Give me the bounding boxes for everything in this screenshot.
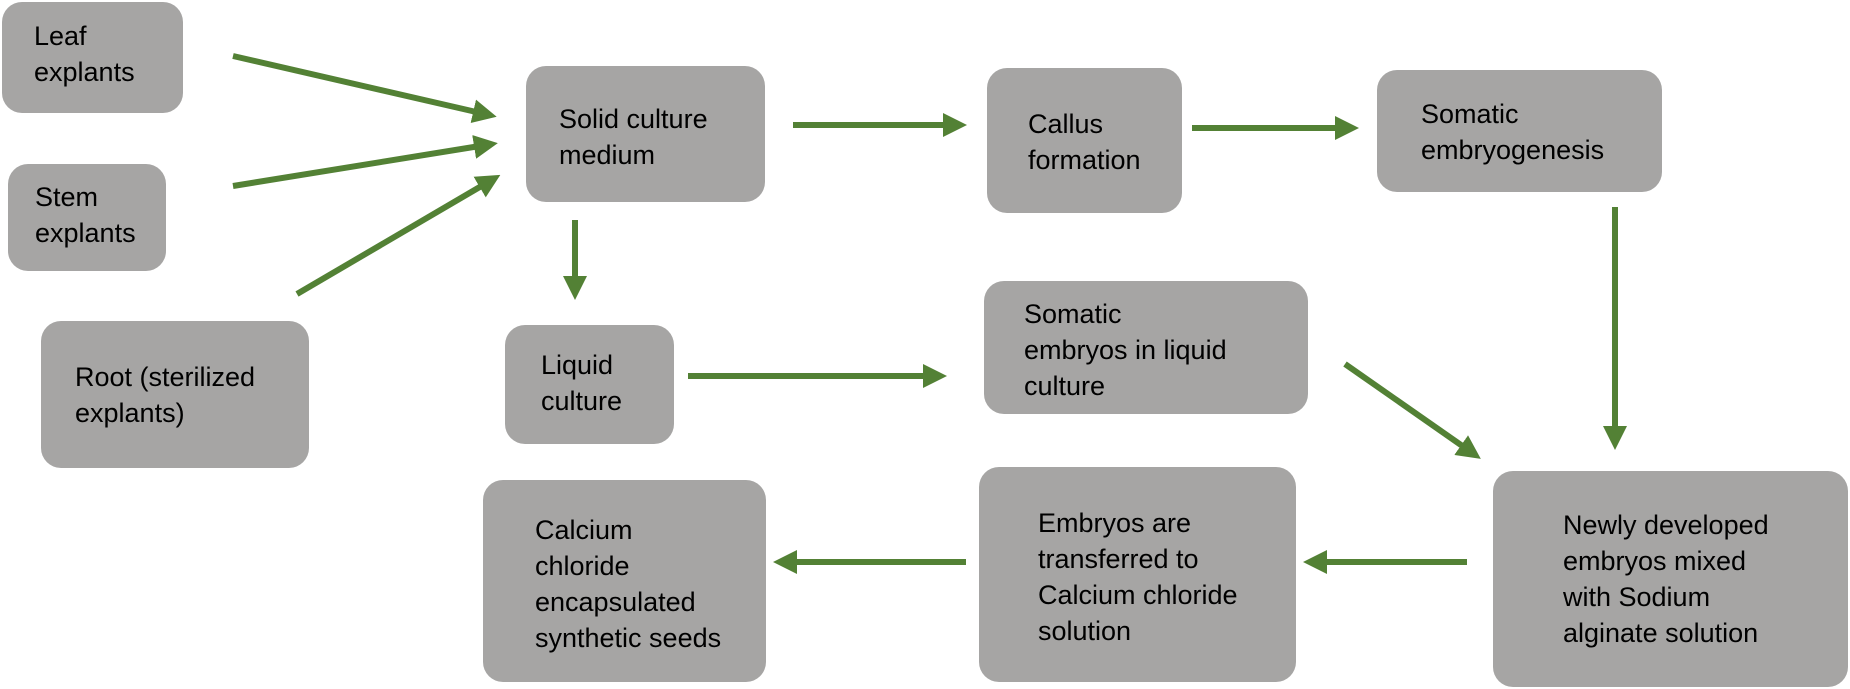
- node-liquid-culture-label: Liquid culture: [541, 350, 623, 416]
- node-callus-formation-label: Callus formation: [1028, 109, 1141, 175]
- node-somatic-embryogenesis-label: Somatic embryogenesis: [1421, 99, 1605, 165]
- node-embryos-transferred: Embryos are transferred to Calcium chlor…: [979, 467, 1296, 682]
- node-leaf-explants: Leaf explants: [2, 2, 183, 113]
- node-solid-culture-medium: Solid culture medium: [526, 66, 765, 202]
- arrow-stem-to-solid: [232, 135, 498, 189]
- node-somatic-embryogenesis: Somatic embryogenesis: [1377, 70, 1662, 192]
- node-somatic-embryos-liquid: Somatic embryos in liquid culture: [984, 281, 1308, 414]
- node-root-explants: Root (sterilized explants): [41, 321, 309, 468]
- node-newly-developed-embryos: Newly developed embryos mixed with Sodiu…: [1493, 471, 1848, 687]
- node-calcium-chloride-seeds-label: Calcium chloride encapsulated synthetic …: [535, 515, 722, 653]
- node-embryos-transferred-label: Embryos are transferred to Calcium chlor…: [1038, 508, 1238, 646]
- node-somatic-embryos-liquid-label: Somatic embryos in liquid culture: [1024, 299, 1227, 401]
- node-callus-formation: Callus formation: [987, 68, 1182, 213]
- node-newly-developed-embryos-label: Newly developed embryos mixed with Sodiu…: [1563, 510, 1769, 648]
- node-stem-explants: Stem explants: [8, 164, 166, 271]
- arrow-somatic-liquid-to-newly: [1343, 361, 1481, 459]
- node-solid-culture-medium-label: Solid culture medium: [559, 104, 708, 170]
- arrow-root-to-solid: [295, 174, 501, 297]
- node-calcium-chloride-seeds: Calcium chloride encapsulated synthetic …: [483, 480, 766, 682]
- arrow-leaf-to-solid: [232, 53, 497, 124]
- node-stem-explants-label: Stem explants: [35, 182, 136, 248]
- node-liquid-culture: Liquid culture: [505, 325, 674, 444]
- node-leaf-explants-label: Leaf explants: [34, 21, 135, 87]
- node-root-explants-label: Root (sterilized explants): [75, 362, 256, 428]
